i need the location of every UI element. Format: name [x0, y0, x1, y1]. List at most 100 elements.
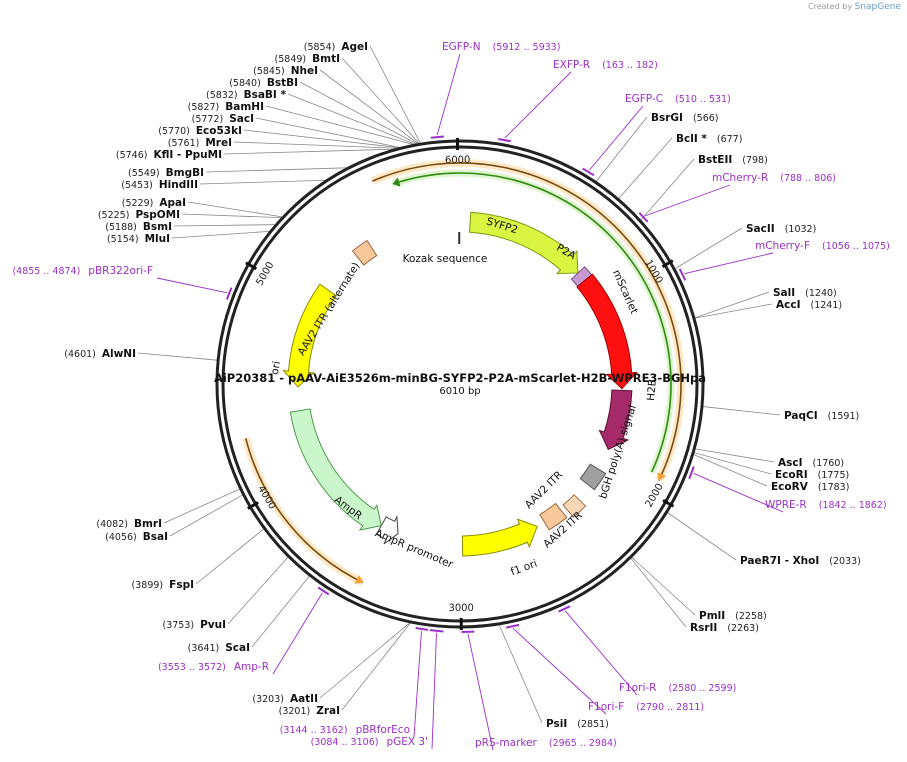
site-name: MluI: [145, 233, 170, 245]
site-label-aatii: (3203)AatII: [252, 693, 318, 705]
primer-name: F1ori-F: [588, 701, 624, 713]
site-position: (2258): [735, 611, 767, 622]
tick-mark: [247, 501, 259, 510]
site-leader: [181, 213, 282, 219]
site-leader: [694, 291, 770, 319]
site-label-sacii: SacII(1032): [746, 223, 816, 235]
primer-leader: [504, 71, 572, 139]
primer-label-pbrforeco: (3144 .. 3162)pBRforEco: [280, 724, 410, 736]
primer-label-mcherry-r: mCherry-R(788 .. 806): [712, 172, 836, 184]
outer-arc-arrowhead: [657, 472, 667, 481]
outer-arc-arrowhead: [392, 177, 401, 187]
primer-name: WPRE-R: [765, 499, 807, 511]
primer-leader: [436, 53, 461, 136]
primer-name: pRS-marker: [475, 737, 538, 749]
primer-leader: [413, 630, 422, 738]
site-name: BsaI: [143, 531, 168, 543]
site-leader: [595, 116, 648, 182]
site-leader: [255, 117, 400, 148]
site-leader: [630, 557, 687, 628]
site-position: (1032): [785, 224, 817, 235]
site-leader: [173, 224, 276, 227]
site-label-ecori: EcoRI(1775): [775, 469, 849, 481]
primer-mark: [558, 605, 571, 613]
site-position: (3641): [188, 643, 220, 654]
site-leader: [319, 622, 411, 699]
site-position: (1241): [810, 300, 842, 311]
site-label-bstbi: (5840)BstBI: [229, 77, 298, 89]
site-leader: [227, 556, 289, 625]
site-label-saci: (5772)SacI: [192, 113, 254, 125]
plasmid-title: AiP20381 - pAAV-AiE3526m-minBG-SYFP2-P2A…: [214, 371, 706, 385]
site-leader: [195, 528, 264, 585]
site-label-alwni: (4601)AlwNI: [64, 348, 136, 360]
feature-h2b: [598, 389, 633, 451]
feature-ori: [282, 283, 337, 388]
site-label-rsrii: RsrII(2263): [690, 622, 759, 634]
feature-bgh-poly-a-signal: [579, 463, 607, 491]
feature-aav2-itr-alternate: [351, 239, 378, 266]
site-position: (566): [693, 113, 719, 124]
site-label-bsteii: BstEII(798): [698, 154, 768, 166]
primer-mark: [505, 623, 520, 629]
primer-label-pbr322ori-f: (4855 .. 4874)pBR322ori-F: [12, 265, 153, 277]
site-label-bamhi: (5827)BamHI: [188, 101, 264, 113]
primer-label-amp-r: (3553 .. 3572)Amp-R: [158, 661, 269, 673]
site-label-bsrgi: BsrGI(566): [651, 112, 719, 124]
kozak-label: Kozak sequence: [403, 253, 488, 265]
site-name: MreI: [205, 137, 232, 149]
site-label-pmli: PmlI(2258): [699, 610, 767, 622]
site-label-paer7i-xhoi: PaeR7I - XhoI(2033): [740, 555, 861, 567]
site-leader: [299, 81, 418, 145]
site-position: (5746): [116, 150, 148, 161]
primer-leader: [693, 472, 784, 513]
site-position: (1760): [813, 458, 845, 469]
primer-name: EXFP-R: [553, 59, 590, 71]
site-label-agei: (5854)AgeI: [304, 41, 368, 53]
primer-mark: [498, 137, 511, 143]
site-leader: [163, 488, 240, 524]
primer-label-exfp-r: EXFP-R(163 .. 182): [553, 59, 658, 71]
primer-leader: [564, 610, 638, 696]
primer-leader: [512, 627, 607, 715]
snapgene-credit: Created by SnapGene: [808, 2, 901, 12]
primer-mark: [678, 268, 687, 281]
site-name: PsiI: [546, 718, 567, 730]
primer-leader: [684, 252, 774, 275]
site-position: (4601): [64, 349, 96, 360]
site-leader: [319, 69, 419, 144]
feature-aav2-itr: [562, 494, 587, 518]
site-leader: [137, 352, 218, 361]
primer-range: (2580 .. 2599): [668, 683, 736, 694]
feature-label-h2b: H2B: [645, 379, 659, 402]
primer-label-prs-marker: pRS-marker(2965 .. 2984): [475, 737, 617, 749]
primer-leader: [156, 277, 228, 294]
site-label-psii: PsiI (2851): [546, 718, 609, 730]
site-label-fspi: (3899)FspI: [132, 579, 194, 591]
site-name: BsaBI *: [244, 89, 287, 101]
primer-leader: [589, 105, 644, 171]
site-position: (5832): [206, 90, 238, 101]
site-label-bsai: (4056)BsaI: [105, 531, 168, 543]
site-name: BmtI: [312, 53, 340, 65]
site-position: (5229): [122, 198, 154, 209]
site-leader: [199, 179, 326, 185]
site-name: AgeI: [341, 41, 368, 53]
feature-f1-ori: [461, 518, 538, 557]
site-label-bcli: BclI *(677): [676, 133, 742, 145]
site-position: (2851): [577, 719, 609, 730]
site-leader: [223, 148, 394, 155]
site-name: SacI: [229, 113, 254, 125]
site-leader: [341, 57, 420, 144]
primer-range: (1056 .. 1075): [822, 241, 890, 252]
site-name: ZraI: [316, 705, 340, 717]
primer-name: EGFP-C: [625, 93, 663, 105]
site-name: SalI: [773, 287, 795, 299]
site-name: BclI *: [676, 133, 707, 145]
site-name: ApaI: [159, 197, 186, 209]
site-position: (5453): [121, 180, 153, 191]
primer-mark: [430, 135, 445, 139]
site-name: PaqCI: [784, 410, 818, 422]
primer-range: (3144 .. 3162): [280, 725, 348, 736]
site-leader: [640, 158, 695, 221]
